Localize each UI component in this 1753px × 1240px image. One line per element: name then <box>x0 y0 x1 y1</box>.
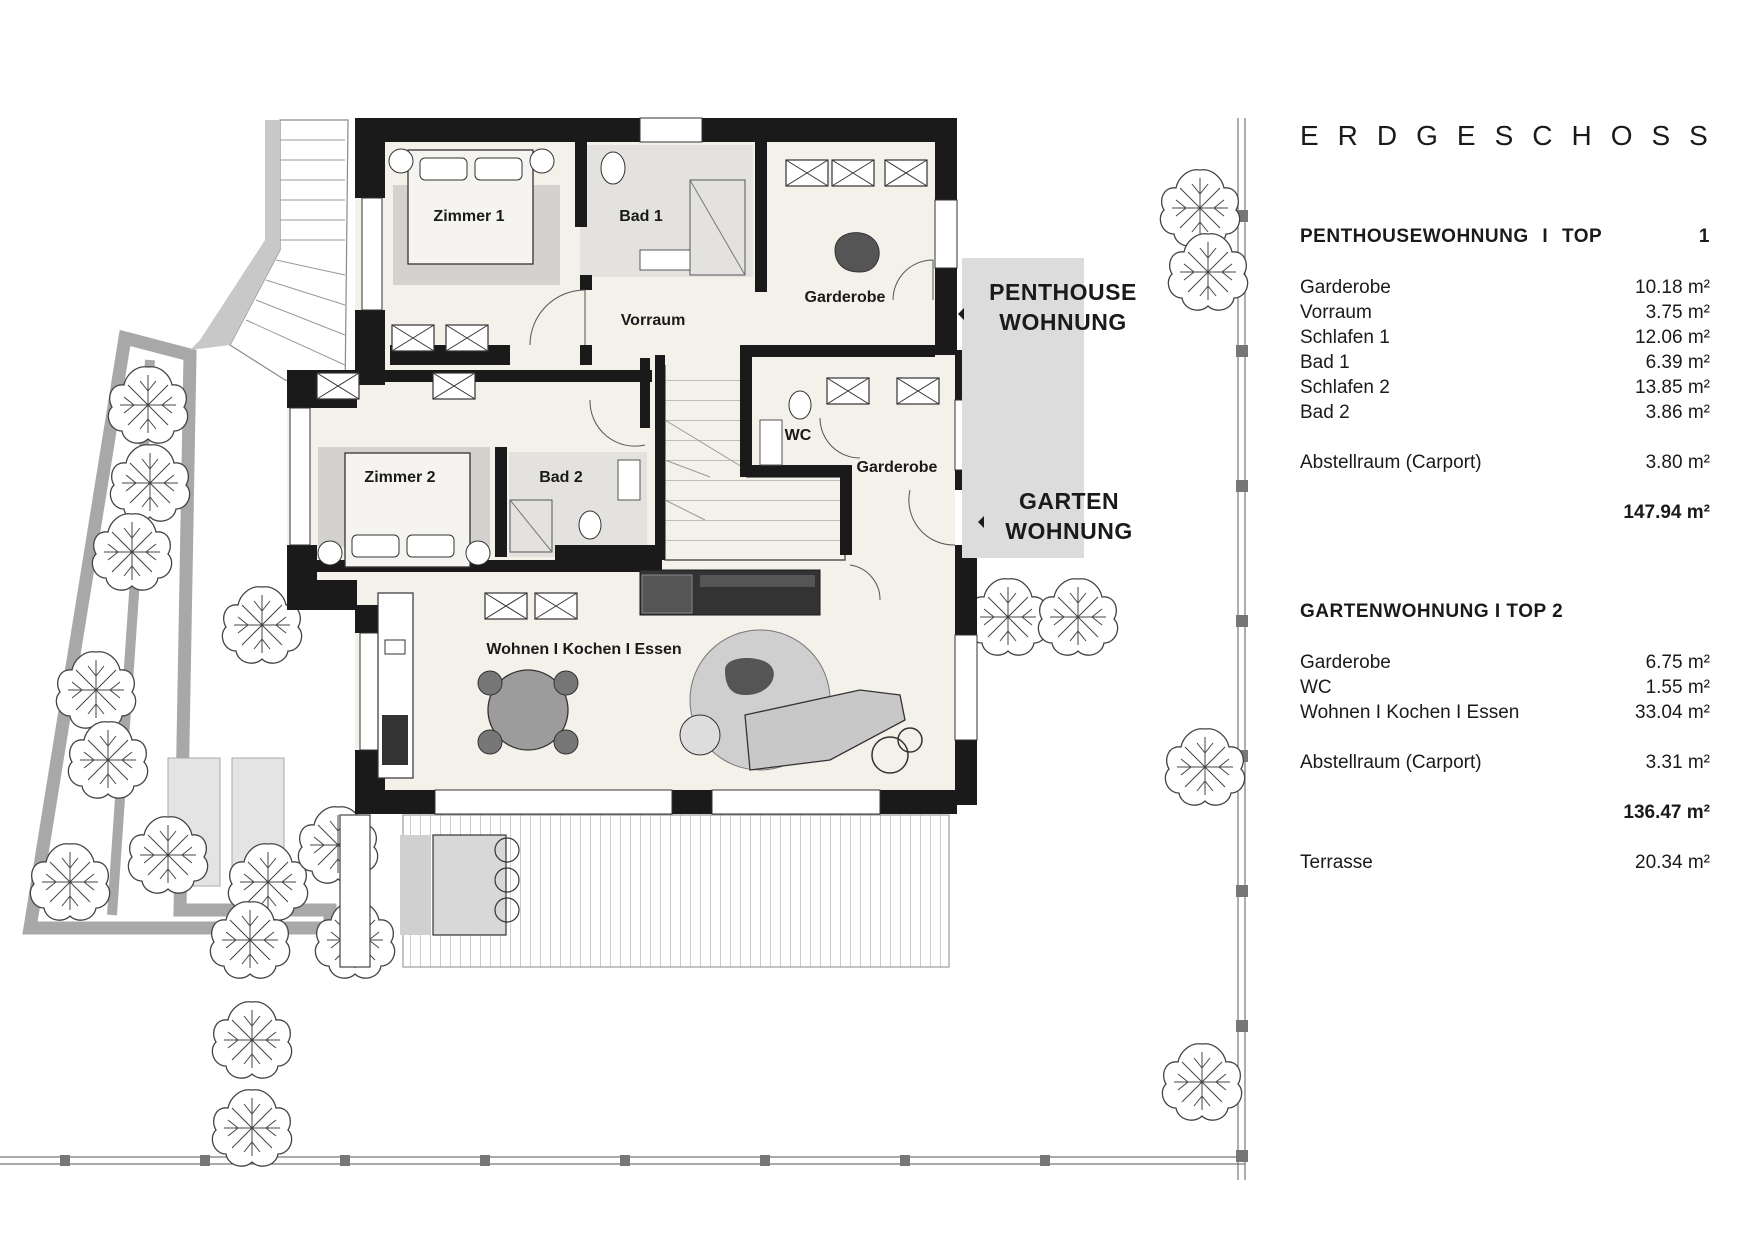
garten-storage-name: Abstellraum (Carport) <box>1300 752 1482 773</box>
room-name: Schlafen 2 <box>1300 377 1390 398</box>
room-name: Garderobe <box>1300 277 1391 298</box>
room-area: 1.55 m² <box>1645 677 1710 698</box>
floor-plan: Zimmer 1 Bad 1 Garderobe Vorraum Zimmer … <box>0 117 1249 1180</box>
penthouse-storage-area: 3.80 m² <box>1645 452 1710 473</box>
area-row: Garderobe 10.18 m² <box>1300 275 1710 300</box>
room-name: Garderobe <box>1300 652 1391 673</box>
penthouse-storage-row: Abstellraum (Carport) 3.80 m² <box>1300 450 1710 475</box>
garten-terrace-name: Terrasse <box>1300 852 1373 873</box>
room-area: 13.85 m² <box>1635 377 1710 398</box>
room-area: 12.06 m² <box>1635 327 1710 348</box>
room-name: WC <box>1300 677 1332 698</box>
penthouse-heading-number: 1 <box>1698 226 1710 247</box>
penthouse-heading-text: PENTHOUSEWOHNUNG I TOP <box>1300 226 1603 247</box>
entrance-label-penthouse-1: PENTHOUSE <box>989 279 1137 305</box>
garten-heading: GARTENWOHNUNG I TOP 2 <box>1300 601 1564 622</box>
page-title: ERDGESCHOSS <box>1300 120 1727 151</box>
room-label-wc: WC <box>785 427 812 444</box>
room-area: 6.39 m² <box>1645 352 1710 373</box>
room-area: 3.86 m² <box>1645 402 1710 423</box>
room-name: Schlafen 1 <box>1300 327 1390 348</box>
area-row: WC 1.55 m² <box>1300 675 1710 700</box>
area-row: Schlafen 1 12.06 m² <box>1300 325 1710 350</box>
room-label-bad1: Bad 1 <box>619 208 663 225</box>
room-name: Wohnen I Kochen I Essen <box>1300 702 1520 723</box>
room-area: 3.75 m² <box>1645 302 1710 323</box>
room-label-zimmer2: Zimmer 2 <box>364 469 435 486</box>
area-row: Bad 1 6.39 m² <box>1300 350 1710 375</box>
room-name: Bad 2 <box>1300 402 1350 423</box>
entrance-label-garten-2: WOHNUNG <box>1005 518 1132 544</box>
room-label-wohnen: Wohnen I Kochen I Essen <box>486 641 681 658</box>
area-row: Vorraum 3.75 m² <box>1300 300 1710 325</box>
garten-terrace-row: Terrasse 20.34 m² <box>1300 850 1710 875</box>
penthouse-storage-name: Abstellraum (Carport) <box>1300 452 1482 473</box>
area-row: Garderobe 6.75 m² <box>1300 650 1710 675</box>
entrance-label-penthouse-2: WOHNUNG <box>999 309 1126 335</box>
room-label-garderobe-top: Garderobe <box>805 289 886 306</box>
room-name: Bad 1 <box>1300 352 1350 373</box>
room-label-bad2: Bad 2 <box>539 469 583 486</box>
garten-storage-area: 3.31 m² <box>1645 752 1710 773</box>
garten-terrace-area: 20.34 m² <box>1635 852 1710 873</box>
room-area: 6.75 m² <box>1645 652 1710 673</box>
penthouse-total: 147.94 m² <box>1623 502 1710 523</box>
room-label-vorraum: Vorraum <box>621 312 686 329</box>
room-label-zimmer1: Zimmer 1 <box>433 208 504 225</box>
garten-storage-row: Abstellraum (Carport) 3.31 m² <box>1300 750 1710 775</box>
penthouse-heading: PENTHOUSEWOHNUNG I TOP 1 <box>1300 226 1710 248</box>
garten-total: 136.47 m² <box>1623 802 1710 823</box>
room-area: 10.18 m² <box>1635 277 1710 298</box>
area-row: Bad 2 3.86 m² <box>1300 400 1710 425</box>
room-label-garderobe-lower: Garderobe <box>857 459 938 476</box>
entrance-label-garten-1: GARTEN <box>1019 488 1119 514</box>
area-row: Wohnen I Kochen I Essen 33.04 m² <box>1300 700 1710 725</box>
room-area: 33.04 m² <box>1635 702 1710 723</box>
area-schedule: ERDGESCHOSS PENTHOUSEWOHNUNG I TOP 1 Gar… <box>1300 0 1710 1240</box>
area-row: Schlafen 2 13.85 m² <box>1300 375 1710 400</box>
room-name: Vorraum <box>1300 302 1372 323</box>
